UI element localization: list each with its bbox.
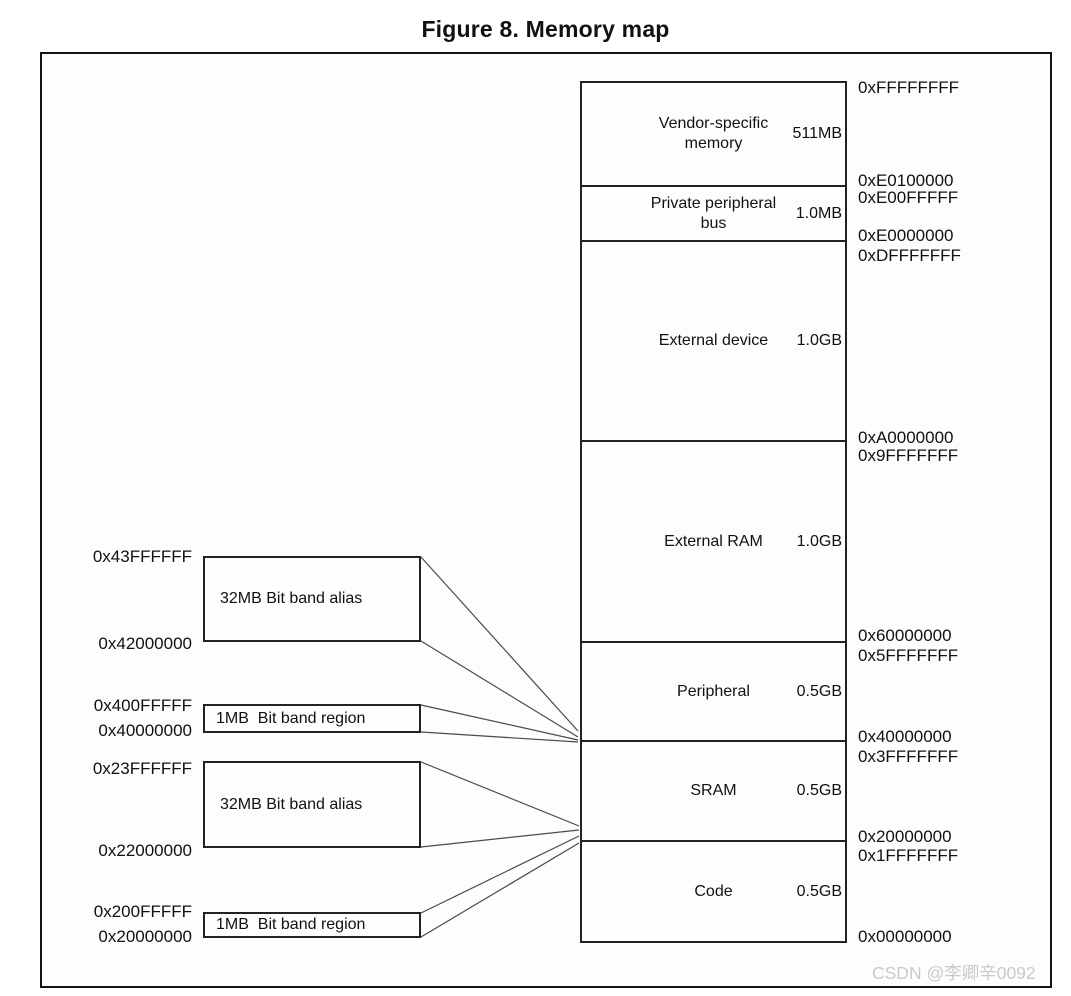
block-size: 1.0GB bbox=[796, 332, 842, 349]
memory-block-external-ram: External RAM 1.0GB bbox=[582, 442, 845, 643]
address-label: 0x22000000 bbox=[98, 841, 192, 860]
address-label: 0x42000000 bbox=[98, 634, 192, 653]
block-name: Peripheral bbox=[677, 682, 750, 700]
bitband-label: 1MB Bit band region bbox=[216, 709, 366, 727]
bitband-label: 1MB Bit band region bbox=[216, 916, 366, 933]
address-label: 0xFFFFFFFF bbox=[858, 78, 960, 97]
memory-block-external-device: External device 1.0GB bbox=[582, 242, 845, 442]
address-label: 0x20000000 bbox=[858, 827, 952, 846]
block-name: External device bbox=[658, 332, 769, 350]
memory-block-peripheral: Peripheral 0.5GB bbox=[582, 643, 845, 742]
block-name: SRAM bbox=[690, 782, 737, 800]
address-label: 0x200FFFFF bbox=[93, 902, 192, 921]
block-size: 1.0MB bbox=[795, 204, 842, 222]
bitband-box-sram-alias: 32MB Bit band alias bbox=[203, 761, 421, 848]
address-label: 0x9FFFFFFF bbox=[858, 446, 959, 465]
address-label: 0xE0100000 bbox=[858, 171, 954, 190]
address-label: 0x400FFFFF bbox=[93, 696, 192, 715]
address-label: 0xE0000000 bbox=[858, 226, 954, 245]
block-name: Vendor-specific memory bbox=[658, 115, 769, 152]
address-label: 0xE00FFFFF bbox=[858, 188, 959, 207]
figure-title: Figure 8. Memory map bbox=[421, 16, 670, 42]
bitband-box-sram-region: 1MB Bit band region bbox=[203, 912, 421, 938]
bitband-box-peripheral-region: 1MB Bit band region bbox=[203, 704, 421, 733]
block-size: 511MB bbox=[792, 125, 842, 142]
memory-block-private-peripheral-bus: Private peripheral bus 1.0MB bbox=[582, 187, 845, 242]
block-name: Private peripheral bus bbox=[650, 194, 777, 232]
address-label: 0x60000000 bbox=[858, 626, 952, 645]
memory-block-code: Code 0.5GB bbox=[582, 842, 845, 941]
address-label: 0xDFFFFFFF bbox=[858, 246, 961, 265]
address-label: 0x40000000 bbox=[858, 727, 952, 746]
block-name: External RAM bbox=[664, 532, 763, 550]
memory-block-vendor-specific: Vendor-specific memory 511MB bbox=[582, 83, 845, 187]
address-label: 0x3FFFFFFF bbox=[858, 747, 959, 766]
bitband-box-peripheral-alias: 32MB Bit band alias bbox=[203, 556, 421, 642]
address-label: 0xA0000000 bbox=[858, 428, 954, 447]
csdn-watermark: CSDN @李卿辛0092 bbox=[872, 963, 1036, 983]
address-label: 0x43FFFFFF bbox=[92, 547, 192, 566]
address-label: 0x23FFFFFF bbox=[92, 759, 192, 778]
block-size: 1.0GB bbox=[796, 532, 842, 550]
block-name: Code bbox=[694, 882, 733, 900]
address-label: 0x1FFFFFFF bbox=[858, 846, 959, 865]
address-label: 0x40000000 bbox=[98, 721, 192, 740]
memory-column: Vendor-specific memory 511MB Private per… bbox=[580, 81, 847, 943]
bitband-label: 32MB Bit band alias bbox=[220, 795, 363, 813]
memory-block-sram: SRAM 0.5GB bbox=[582, 742, 845, 842]
address-label: 0x5FFFFFFF bbox=[858, 646, 959, 665]
block-size: 0.5GB bbox=[796, 882, 842, 900]
block-size: 0.5GB bbox=[796, 782, 842, 799]
address-label: 0x00000000 bbox=[858, 927, 952, 946]
block-size: 0.5GB bbox=[796, 682, 842, 700]
address-label: 0x20000000 bbox=[98, 927, 192, 946]
bitband-label: 32MB Bit band alias bbox=[220, 590, 363, 607]
